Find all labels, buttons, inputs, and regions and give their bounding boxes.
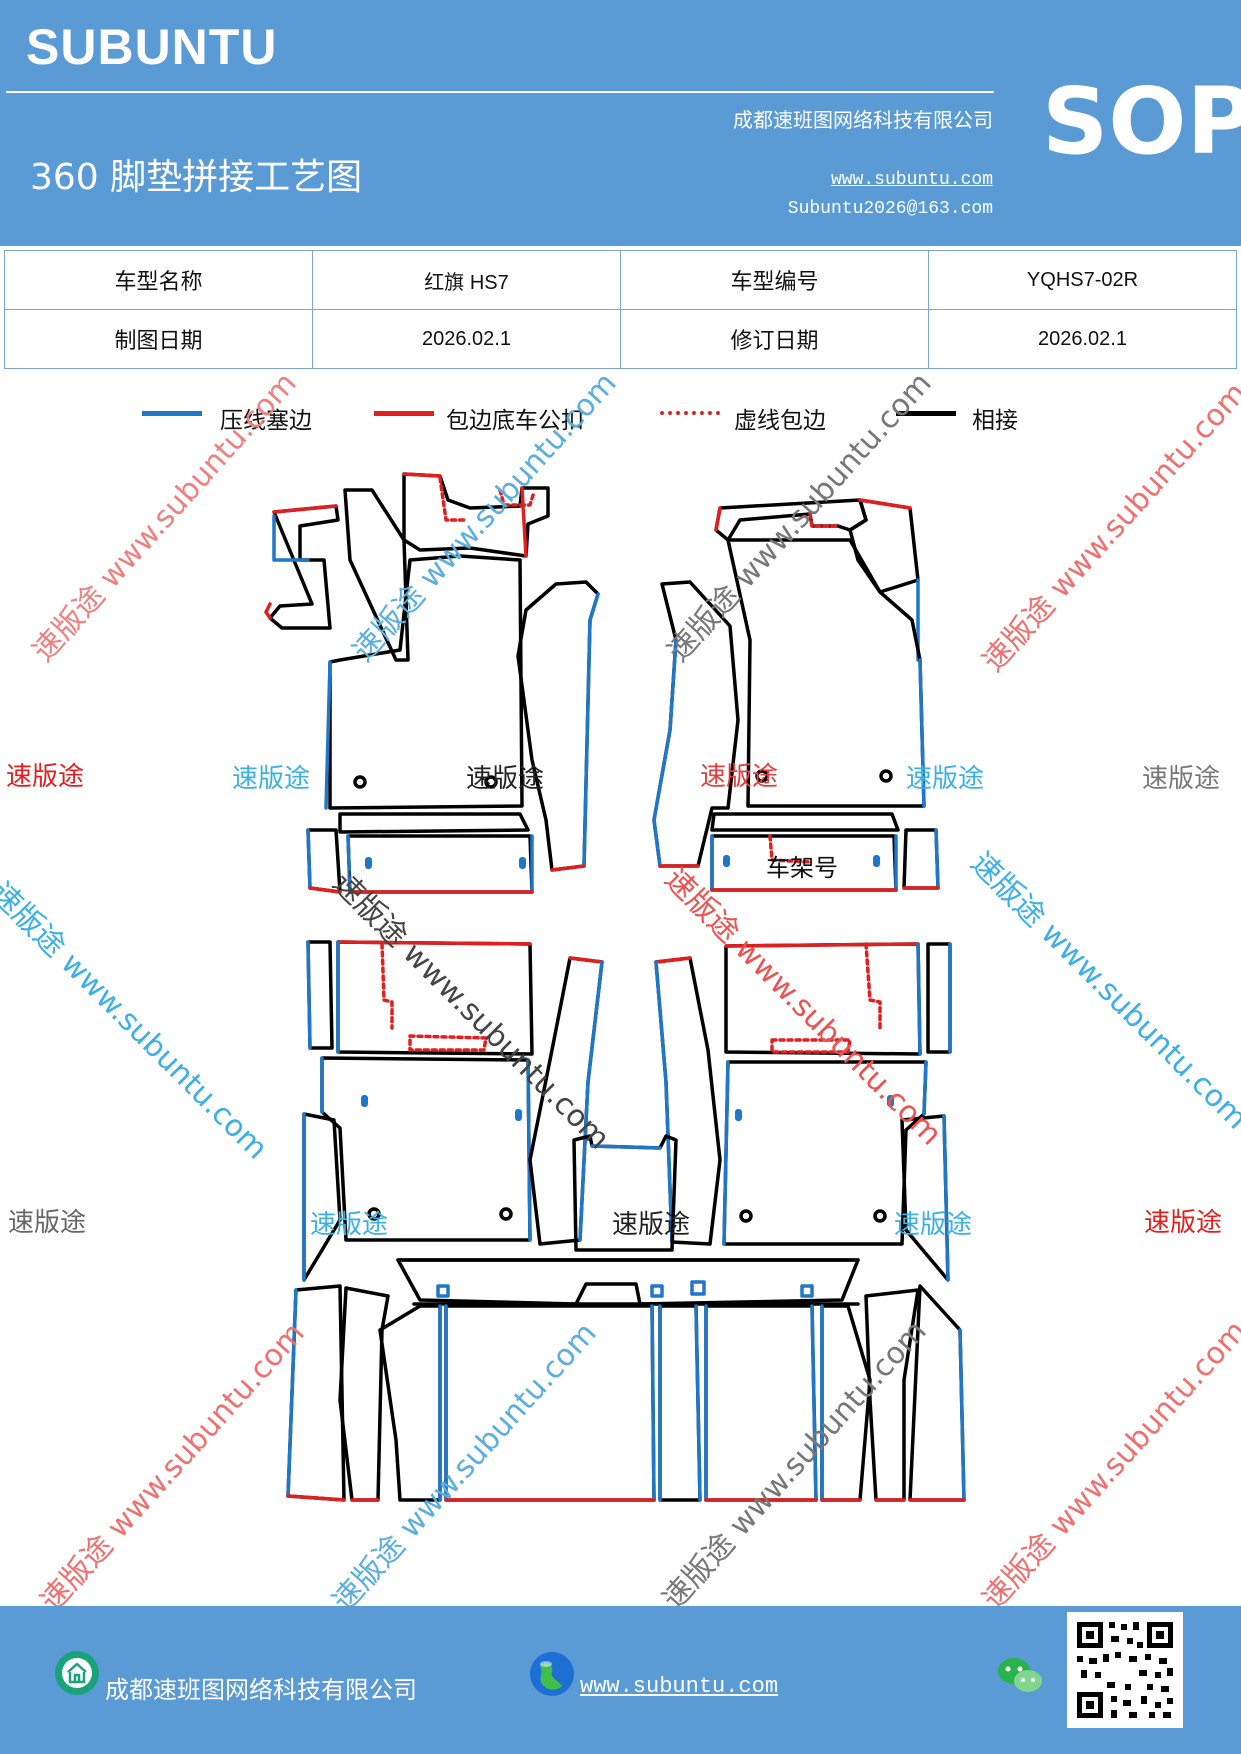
- wechat-icon: [998, 1658, 1042, 1692]
- globe-icon: [530, 1652, 574, 1696]
- legend-label: 压线塞边: [220, 408, 312, 434]
- header: SUBUNTU 成都速班图网络科技有限公司 360 脚垫拼接工艺图 www.su…: [0, 0, 1241, 246]
- mat-hole: [353, 775, 367, 789]
- side-strips: [286, 1284, 966, 1502]
- frame-number-label: 车架号: [766, 854, 838, 882]
- mat-hole: [879, 769, 893, 783]
- rear-right-mats: [654, 942, 952, 1282]
- watermark-text: 速版途: [8, 1208, 87, 1238]
- company-name: 成都速班图网络科技有限公司: [733, 108, 993, 132]
- mat-hole: [484, 775, 498, 789]
- watermark-text: 速版途: [894, 1210, 973, 1240]
- mat-hole: [873, 1209, 887, 1223]
- brand-logo: SUBUNTU: [26, 19, 278, 75]
- footer-website-link[interactable]: www.subuntu.com: [580, 1674, 779, 1699]
- label-draw-date: 制图日期: [4, 309, 313, 369]
- company-icon: [55, 1651, 99, 1695]
- label-model-code: 车型编号: [620, 250, 929, 310]
- label-model-name: 车型名称: [4, 250, 313, 310]
- value-draw-date: 2026.02.1: [312, 309, 621, 369]
- page-title: 360 脚垫拼接工艺图: [30, 157, 363, 198]
- watermark-text: 速版途: [906, 764, 985, 794]
- legend-label: 相接: [972, 408, 1018, 434]
- legend: 压线塞边 包边底车公扣 虚线包边 相接: [0, 395, 1241, 435]
- watermark-text: 速版途: [700, 762, 779, 792]
- watermark-text: 速版途: [6, 762, 85, 792]
- label-revise-date: 修订日期: [620, 309, 929, 369]
- legend-label: 包边底车公扣: [446, 408, 584, 434]
- mat-hole: [739, 1209, 753, 1223]
- email-address: Subuntu2026@163.com: [787, 199, 993, 219]
- footer: 成都速班图网络科技有限公司 www.subuntu.com: [0, 1606, 1241, 1754]
- passenger-mat: [652, 498, 940, 892]
- rear-left-mats: [302, 940, 604, 1282]
- mat-hole: [367, 1207, 381, 1221]
- footer-company: 成都速班图网络科技有限公司: [105, 1676, 417, 1704]
- legend-swatch-red-dotted: [660, 411, 720, 415]
- legend-swatch-red: [374, 411, 434, 416]
- qr-code-icon[interactable]: [1067, 1612, 1183, 1728]
- table-row: 制图日期 2026.02.1 修订日期 2026.02.1: [4, 309, 1237, 369]
- rear-bench-mat: [378, 1258, 872, 1502]
- watermark-text: 速版途: [232, 764, 311, 794]
- website-link[interactable]: www.subuntu.com: [830, 170, 993, 190]
- legend-swatch-black: [896, 411, 956, 416]
- watermark-text: 速版途: [612, 1210, 691, 1240]
- sop-badge: SOP: [1042, 68, 1241, 175]
- qr-code-graphic: [1075, 1620, 1175, 1720]
- watermark-text: 速版途: [1144, 1208, 1223, 1238]
- legend-label: 虚线包边: [734, 408, 826, 434]
- legend-swatch-blue: [142, 411, 202, 416]
- mat-hole: [755, 769, 769, 783]
- mat-hole: [499, 1207, 513, 1221]
- driver-mat: [264, 472, 600, 894]
- floor-mat-diagram: [264, 472, 966, 1502]
- center-hump: [572, 1134, 678, 1252]
- watermark-text: 速版途: [310, 1210, 389, 1240]
- value-model-name: 红旗 HS7: [312, 250, 621, 310]
- watermark-text: 速版途: [466, 764, 545, 794]
- header-divider: [6, 91, 994, 93]
- table-row: 车型名称 红旗 HS7 车型编号 YQHS7-02R: [4, 250, 1237, 310]
- value-revise-date: 2026.02.1: [928, 309, 1237, 369]
- watermark-text: 速版途: [1142, 764, 1221, 794]
- info-table: 车型名称 红旗 HS7 车型编号 YQHS7-02R 制图日期 2026.02.…: [4, 250, 1237, 369]
- value-model-code: YQHS7-02R: [928, 250, 1237, 310]
